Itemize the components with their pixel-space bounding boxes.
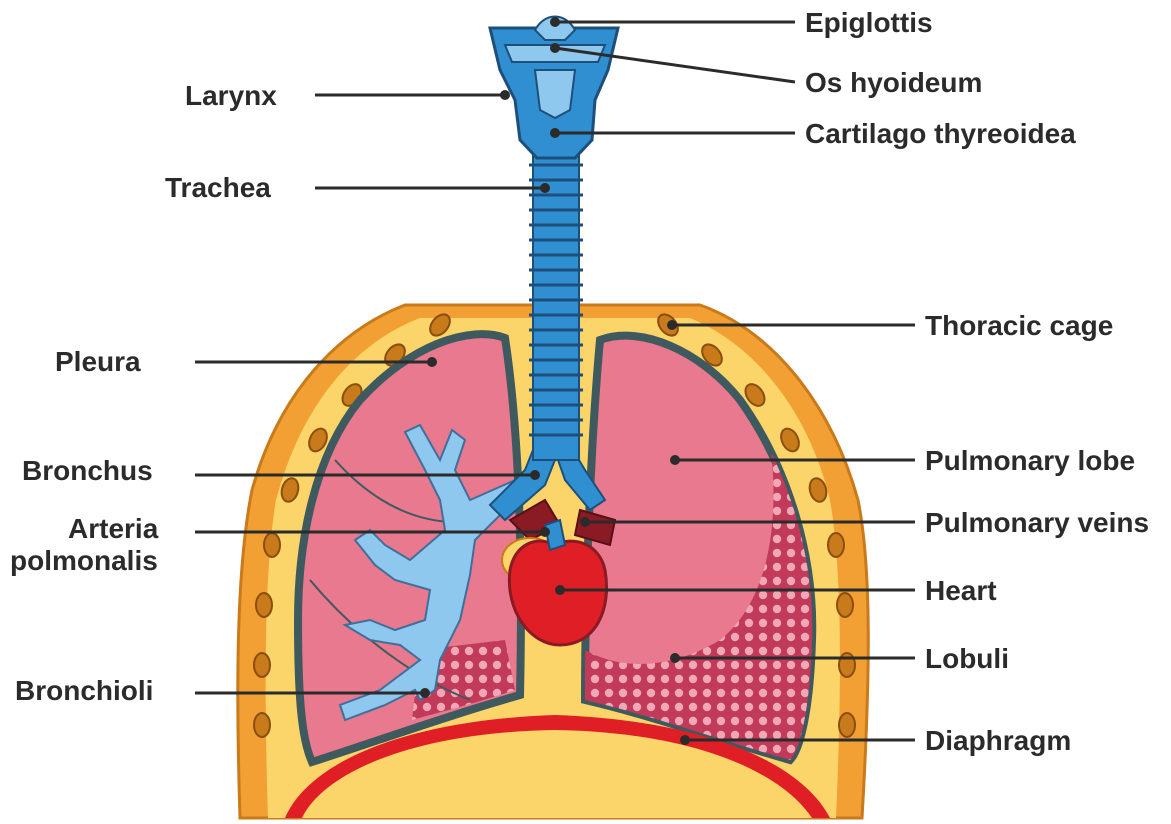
label-pulmonary-veins: Pulmonary veins <box>925 507 1149 538</box>
label-os-hyoideum: Os hyoideum <box>805 67 982 98</box>
label-arteria-line2: polmonalis <box>10 545 158 576</box>
label-pleura: Pleura <box>55 346 141 377</box>
label-lobuli: Lobuli <box>925 643 1009 674</box>
label-bronchioli: Bronchioli <box>15 675 153 706</box>
label-heart: Heart <box>925 575 997 606</box>
label-pulmonary-lobe: Pulmonary lobe <box>925 445 1135 476</box>
label-diaphragm: Diaphragm <box>925 725 1071 756</box>
cartilago-shape <box>535 70 575 118</box>
label-thoracic-cage: Thoracic cage <box>925 310 1113 341</box>
label-epiglottis: Epiglottis <box>805 7 933 38</box>
label-cartilago-thyreoidea: Cartilago thyreoidea <box>805 118 1076 149</box>
label-trachea: Trachea <box>165 172 271 203</box>
label-arteria-line1: Arteria <box>68 513 159 544</box>
label-bronchus: Bronchus <box>22 455 153 486</box>
label-larynx: Larynx <box>185 80 277 111</box>
